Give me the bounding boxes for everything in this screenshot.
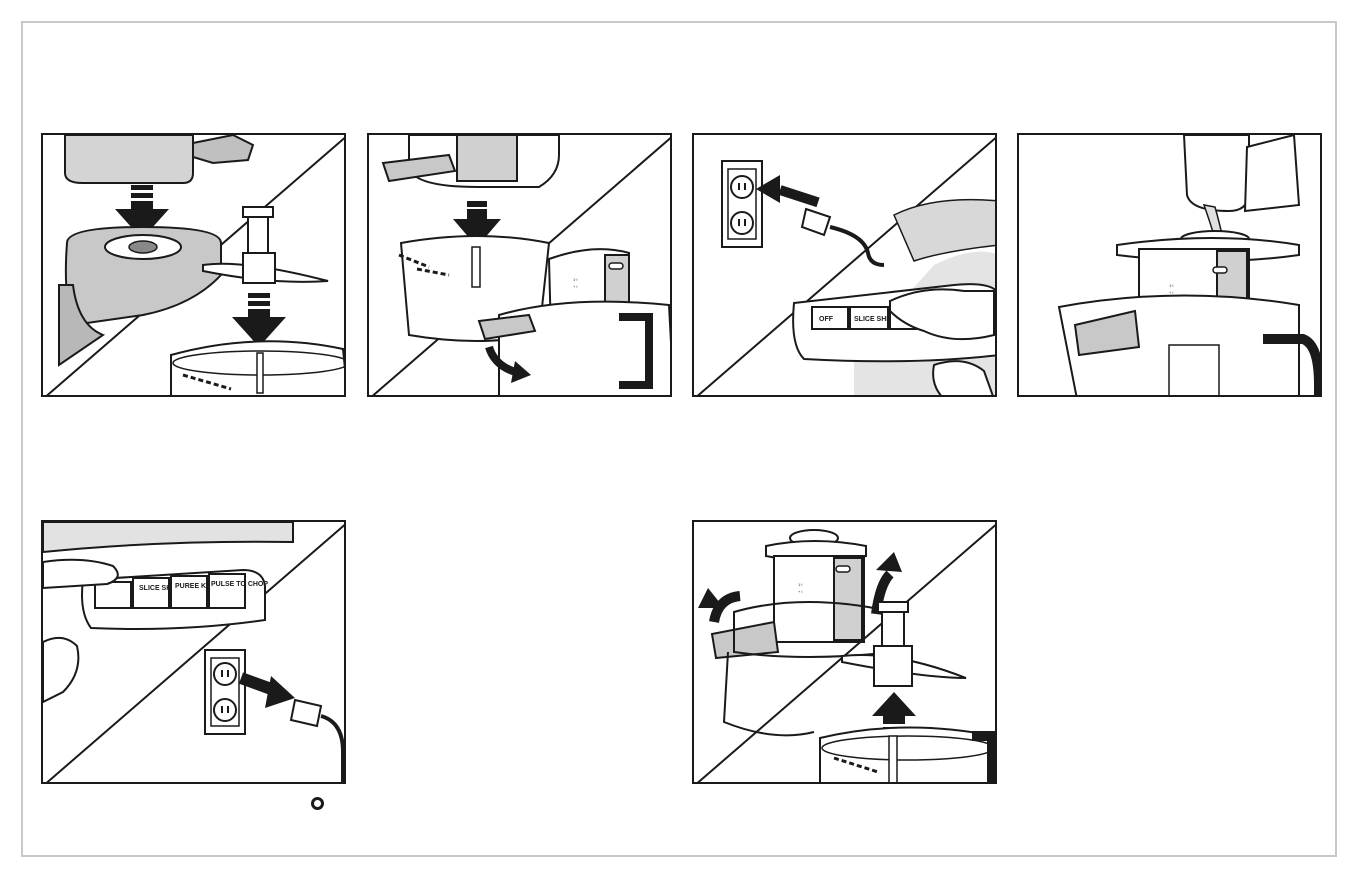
step-1-illustration — [43, 135, 346, 397]
step-panel-4: 1·l + l — [1017, 133, 1322, 397]
step-panel-6: 1·l + l — [692, 520, 997, 784]
outlet-icon — [205, 650, 245, 734]
svg-text:1·l: 1·l — [1169, 283, 1174, 288]
plug-icon — [802, 209, 884, 265]
arrow-icon — [232, 293, 286, 347]
step-panel-3: OFF SLICE SHRED — [692, 133, 997, 397]
arrow-icon — [239, 672, 295, 708]
step-2-illustration: 1·l + l — [369, 135, 672, 397]
step-panel-5: SLICE SHRED PUREE KNEAD PULSE TO CHOP — [41, 520, 346, 784]
pulse-to-chop-label: PULSE TO CHOP — [211, 581, 268, 588]
plug-icon — [291, 700, 343, 784]
svg-text:+ l: + l — [1169, 290, 1173, 295]
step-6-illustration: 1·l + l — [694, 522, 997, 784]
arrow-icon — [756, 175, 820, 207]
outlet-icon — [722, 161, 762, 247]
svg-text:+ l: + l — [573, 284, 577, 289]
arrow-icon — [872, 692, 916, 732]
ring-marker-icon — [311, 797, 324, 810]
step-panel-2: 1·l + l — [367, 133, 672, 397]
svg-text:+ l: + l — [798, 589, 802, 594]
step-3-illustration: OFF SLICE SHRED — [694, 135, 997, 397]
svg-text:1·l: 1·l — [798, 582, 803, 587]
step-4-illustration: 1·l + l — [1019, 135, 1322, 397]
step-panel-1 — [41, 133, 346, 397]
svg-text:1·l: 1·l — [573, 277, 578, 282]
step-5-illustration: SLICE SHRED PUREE KNEAD PULSE TO CHOP — [43, 522, 346, 784]
off-button-label: OFF — [819, 316, 834, 323]
